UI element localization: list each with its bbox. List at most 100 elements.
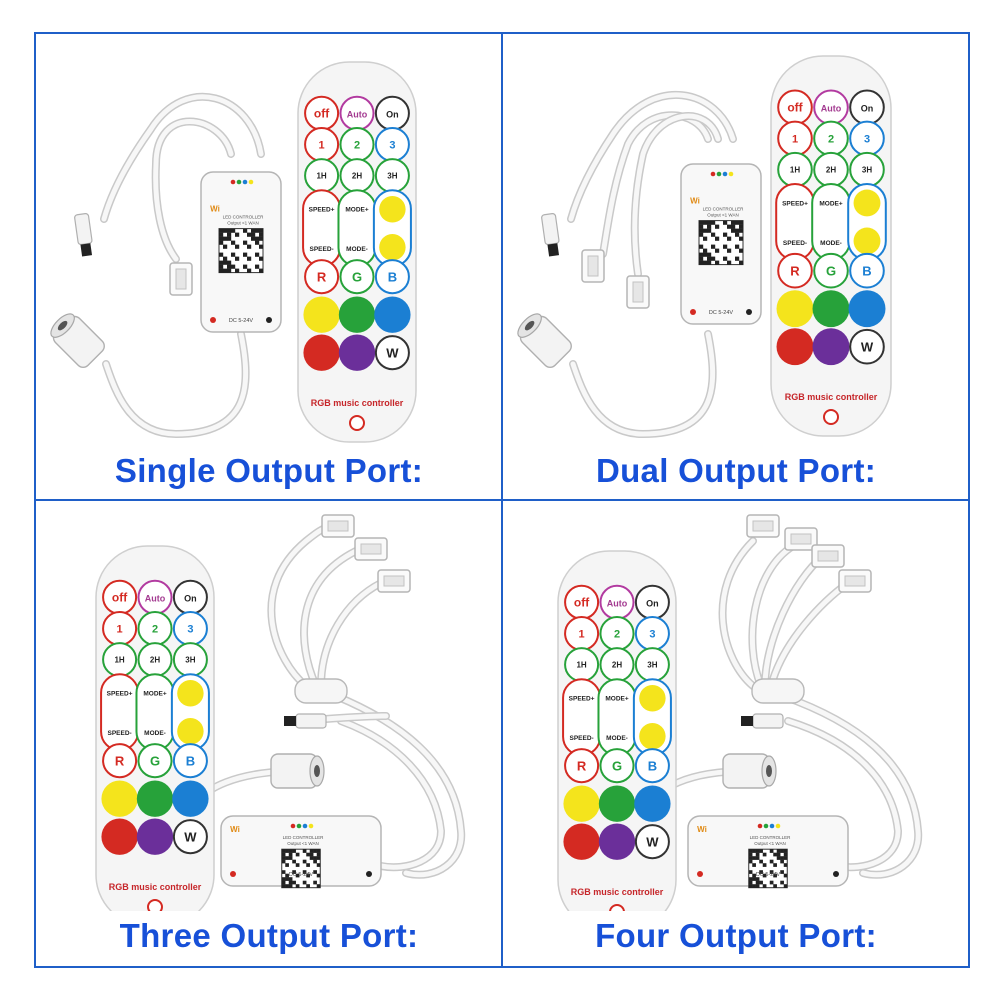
rgb-connector	[838, 569, 872, 593]
color-dot	[308, 823, 314, 829]
pill-bottom-label: SPEED-	[107, 730, 131, 737]
cable-highlight	[568, 92, 736, 222]
pill-bottom-label: SPEED-	[569, 735, 593, 742]
rgb-connector	[321, 514, 355, 538]
pill-bottom-label: MODE-	[144, 730, 166, 737]
wifi-label: Wi	[697, 825, 707, 834]
color-button	[101, 780, 138, 817]
color-button	[338, 296, 376, 333]
red-led	[210, 317, 216, 323]
color-button	[338, 334, 376, 371]
color-dot	[775, 823, 781, 829]
rgb-button-b: B	[862, 264, 871, 279]
remote-button	[777, 252, 813, 289]
rgb-button-r: R	[790, 264, 800, 279]
color-dot	[710, 171, 716, 177]
remote-button	[849, 328, 885, 365]
pill-button	[337, 189, 377, 268]
color-dot	[716, 171, 722, 177]
remote-label-on: On	[646, 598, 659, 608]
panel-caption: Four Output Port:	[595, 917, 877, 954]
dc-jack	[722, 753, 777, 789]
color-button	[303, 296, 340, 333]
remote-label-on: On	[386, 109, 399, 119]
remote-label-auto: Auto	[821, 103, 842, 113]
remote-brand-label: RGB music controller	[571, 887, 664, 897]
color-dot	[728, 171, 734, 177]
voltage-label: DC 5-24V	[756, 872, 780, 878]
color-button	[101, 818, 138, 855]
cable-highlight	[720, 538, 756, 689]
brightness-up-icon	[639, 685, 666, 712]
remote-button	[172, 819, 208, 855]
cable-highlight	[785, 718, 901, 870]
white-button: W	[646, 835, 659, 850]
timer-label-1h: 1H	[790, 166, 800, 175]
male-connector	[284, 713, 327, 729]
pill-bottom-label: SPEED-	[309, 246, 333, 253]
controller-output-label: Output <1 WAN	[754, 841, 785, 846]
color-dot	[302, 823, 308, 829]
color-button	[598, 785, 636, 822]
pill-top-label: MODE+	[605, 696, 629, 703]
remote-label-auto: Auto	[347, 109, 368, 119]
controller-label: LED CONTROLLER	[283, 835, 325, 840]
pill-button	[135, 673, 175, 752]
dc-jack	[50, 313, 105, 368]
wifi-label: Wi	[230, 825, 240, 834]
music-button-3: 3	[864, 133, 870, 145]
rgb-button-r: R	[115, 754, 125, 769]
brand-logo-icon	[349, 415, 365, 431]
color-dot	[769, 823, 775, 829]
rgb-button-b: B	[186, 754, 195, 769]
timer-label-3h: 3H	[387, 172, 397, 181]
rgb-button-g: G	[826, 264, 836, 279]
music-button-3: 3	[389, 139, 395, 151]
male-connector	[741, 713, 784, 729]
brand-logo-icon	[609, 904, 625, 911]
white-button: W	[184, 830, 197, 845]
remote-button	[634, 824, 670, 860]
cable-highlight	[101, 94, 264, 222]
cable-highlight	[153, 119, 234, 262]
male-connector	[541, 213, 560, 257]
cable-splitter	[294, 678, 348, 704]
timer-label-3h: 3H	[647, 661, 657, 670]
brightness-up-icon	[177, 680, 204, 707]
qr-code	[698, 220, 744, 266]
cable-highlight	[570, 331, 716, 437]
pill-button	[811, 182, 851, 261]
pill-button	[562, 678, 602, 757]
remote-label-auto: Auto	[607, 598, 628, 608]
pill-top-label: SPEED+	[309, 207, 335, 214]
panel-caption: Dual Output Port:	[595, 452, 877, 489]
pill-button	[775, 182, 815, 261]
timer-label-3h: 3H	[185, 656, 195, 665]
remote-button	[564, 748, 600, 784]
color-button	[776, 290, 814, 328]
voltage-label: DC 5-24V	[229, 318, 253, 324]
cable-splitter	[751, 678, 805, 704]
white-button: W	[386, 346, 399, 361]
controller-label: LED CONTROLLER	[703, 207, 745, 212]
remote-label-off: off	[574, 595, 590, 609]
music-button-3: 3	[649, 628, 655, 640]
rgb-connector	[581, 249, 605, 283]
remote-button	[374, 335, 410, 371]
remote-button	[813, 252, 849, 289]
pill-bottom-label: SPEED-	[783, 240, 807, 247]
panel-caption: Three Output Port:	[119, 917, 419, 954]
rgb-button-b: B	[648, 759, 657, 774]
rgb-connector	[746, 514, 780, 538]
color-dot	[722, 171, 728, 177]
red-led	[690, 309, 696, 315]
color-button	[634, 785, 671, 822]
controller-label: LED CONTROLLER	[223, 215, 265, 220]
music-button-1: 1	[319, 139, 325, 151]
remote-label-off: off	[112, 590, 128, 604]
controller-output-label: Output <1 WAN	[707, 213, 738, 218]
